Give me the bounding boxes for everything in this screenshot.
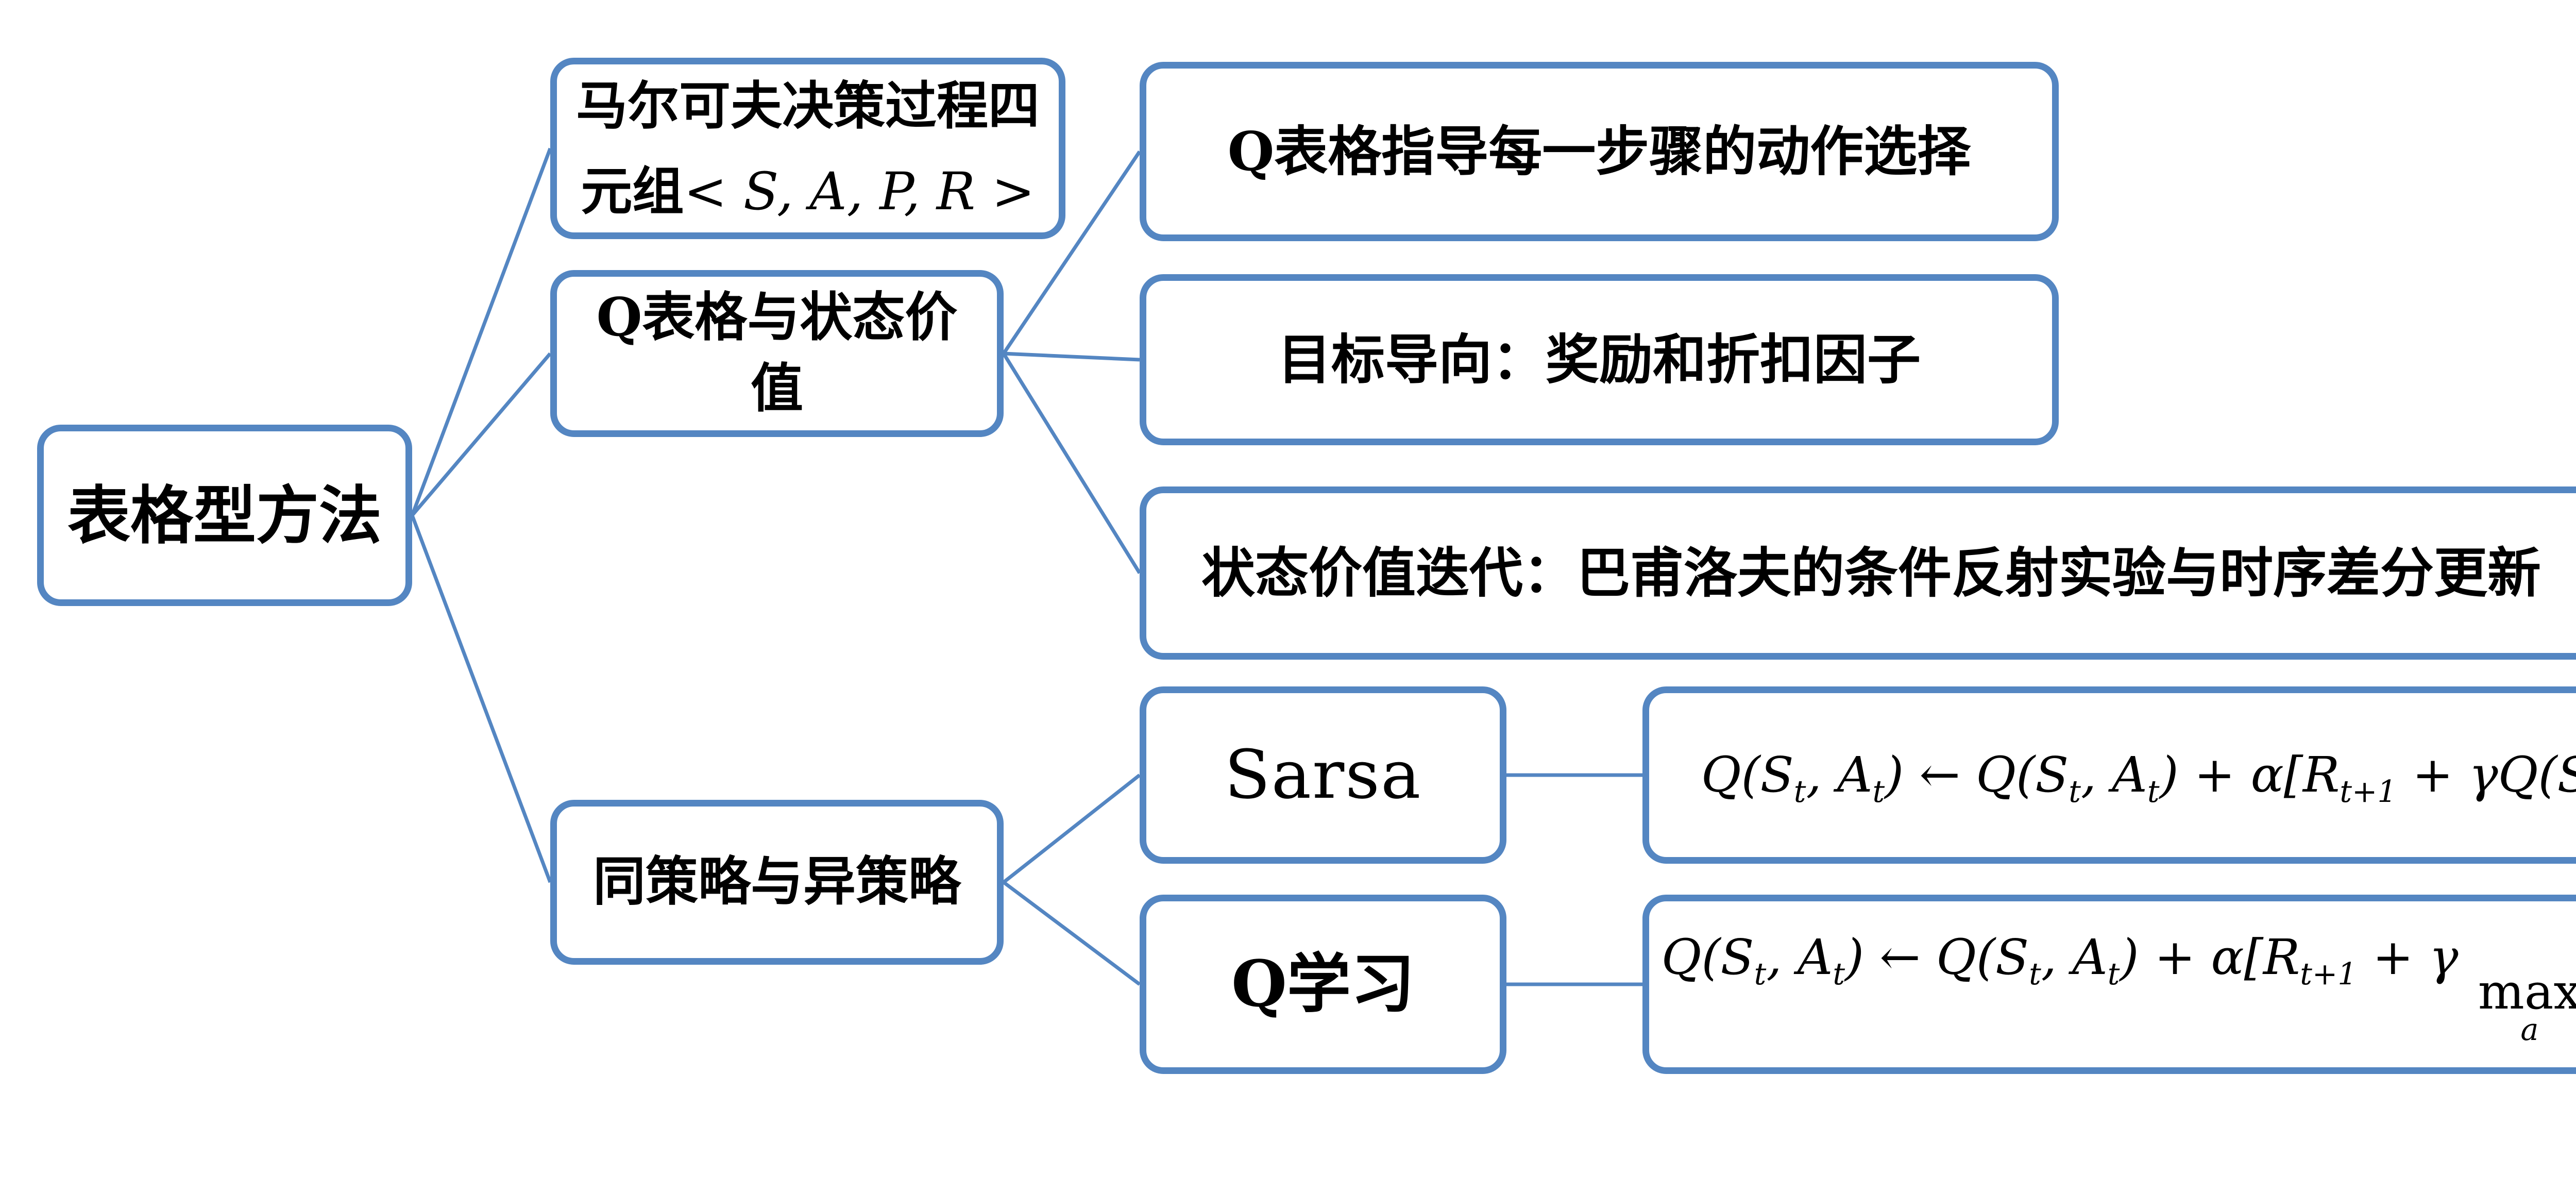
node-leaf-value-iteration: 状态价值迭代：巴甫洛夫的条件反射实验与时序差分更新 bbox=[1140, 486, 2576, 660]
node-leaf-goal-oriented: 目标导向：奖励和折扣因子 bbox=[1140, 274, 2059, 445]
node-sarsa: Sarsa bbox=[1140, 686, 1506, 864]
node-leaf-action-selection: Q表格指导每一步骤的动作选择 bbox=[1140, 62, 2059, 241]
connector-root-qtable bbox=[411, 352, 552, 517]
node-sarsa-label: Sarsa bbox=[1224, 735, 1422, 814]
node-mdp-label-line2-math: < S, A, P, R > bbox=[684, 161, 1035, 222]
node-policy-label: 同策略与异策略 bbox=[593, 851, 961, 913]
node-mdp-label-line1: 马尔可夫决策过程四 bbox=[576, 75, 1040, 136]
node-leaf-value-iteration-label: 状态价值迭代：巴甫洛夫的条件反射实验与时序差分更新 bbox=[1201, 541, 2541, 605]
node-root: 表格型方法 bbox=[37, 425, 412, 606]
node-qlearning: Q学习 bbox=[1140, 895, 1506, 1074]
connector-policy-qlearning bbox=[1002, 881, 1141, 986]
sarsa-update-formula: Q(St, At) ← Q(St, At) + α[Rt+1 + γQ(St+1… bbox=[1701, 746, 2576, 809]
connector-qtable-action bbox=[1002, 150, 1141, 355]
connector-root-policy bbox=[410, 514, 552, 883]
node-mdp-label-line2-text: 元组 bbox=[581, 160, 684, 222]
connector-policy-sarsa bbox=[1002, 774, 1141, 884]
connector-qtable-value bbox=[1002, 352, 1141, 574]
node-qtable-label: Q表格与状态价值 bbox=[596, 287, 958, 419]
node-leaf-action-selection-label: Q表格指导每一步骤的动作选择 bbox=[1227, 119, 1971, 183]
node-qlearning-label: Q学习 bbox=[1231, 947, 1415, 1022]
node-policy: 同策略与异策略 bbox=[550, 800, 1004, 965]
connector-root-mdp bbox=[410, 147, 552, 516]
node-sarsa-formula: Q(St, At) ← Q(St, At) + α[Rt+1 + γQ(St+1… bbox=[1642, 686, 2576, 864]
node-qtable: Q表格与状态价值 bbox=[550, 270, 1004, 437]
node-root-label: 表格型方法 bbox=[67, 478, 382, 552]
node-leaf-goal-oriented-label: 目标导向：奖励和折扣因子 bbox=[1277, 327, 1921, 391]
node-mdp-tuple: 马尔可夫决策过程四 元组< S, A, P, R > bbox=[550, 58, 1065, 239]
connector-qtable-goal bbox=[1003, 351, 1140, 362]
node-mdp-label-line2: 元组< S, A, P, R > bbox=[581, 148, 1035, 234]
